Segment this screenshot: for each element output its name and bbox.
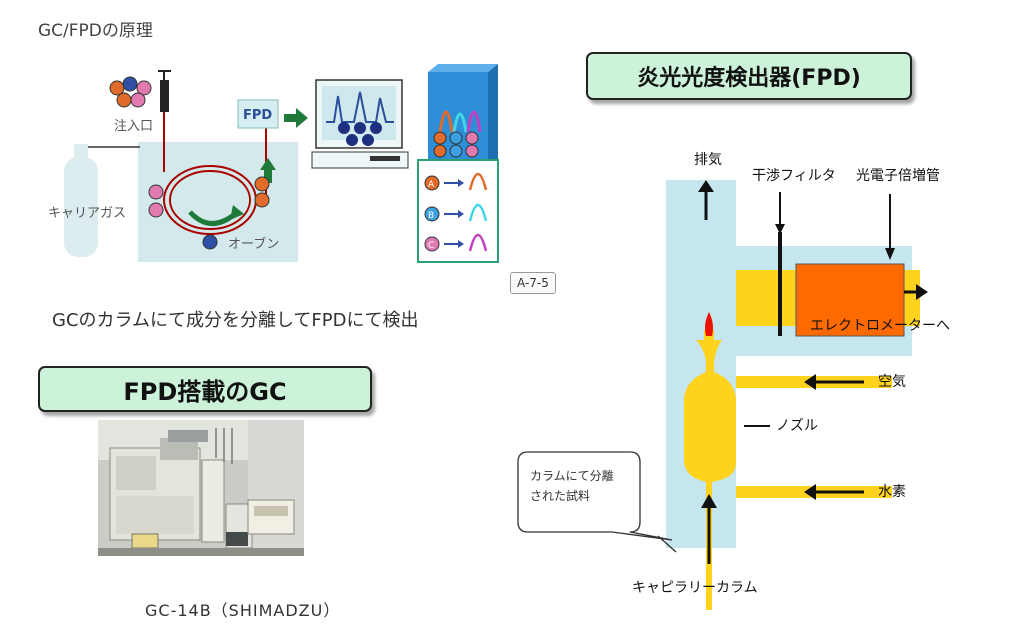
electrometer-label: エレクトロメーターへ (810, 318, 950, 334)
fpd-section-header: 炎光光度検出器(FPD) (586, 52, 912, 100)
light-channel (736, 270, 760, 326)
photomultiplier-tube (795, 263, 905, 337)
sample-callout-bubble (517, 451, 673, 541)
svg-text:B: B (428, 211, 434, 221)
capillary-column-label: キャピラリーカラム (632, 580, 758, 596)
injection-label: 注入口 (114, 119, 153, 134)
flame (705, 312, 713, 336)
sample-callout-line2: された試料 (530, 488, 590, 503)
fpd-arrow (284, 108, 308, 128)
carrier-gas-label: キャリアガス (48, 206, 126, 221)
up-arrow (260, 158, 276, 170)
diagram-caption: GCのカラムにて成分を分離してFPDにて検出 (52, 310, 419, 331)
nozzle-label: ノズル (776, 418, 818, 434)
fpd-detector-diagram: 排気 干渉フィルタ 光電子倍増管 エレクトロメーターへ 空気 ノズル 水素 キャ… (517, 152, 950, 610)
syringe-icon (160, 80, 169, 112)
sample-callout-line1: カラムにて分離 (530, 469, 614, 483)
pmt-label: 光電子倍増管 (856, 168, 940, 184)
gc-section-header: FPD搭載のGC (38, 366, 372, 412)
hydrogen-label: 水素 (878, 484, 906, 500)
gc-instrument-photo (98, 420, 304, 556)
detector-body (666, 180, 736, 548)
slide-tag: A-7-5 (510, 272, 556, 294)
instrument-model-caption: GC-14B（SHIMADZU） (145, 601, 341, 620)
filter-label: 干渉フィルタ (752, 168, 836, 184)
nozzle-chamber (684, 340, 736, 610)
exhaust-label: 排気 (694, 152, 722, 168)
fpd-box-label: FPD (243, 108, 272, 123)
fpd-box (237, 99, 279, 129)
svg-text:C: C (428, 241, 434, 251)
svg-text:A: A (428, 180, 435, 190)
page-title: GC/FPDの原理 (38, 21, 153, 41)
carrier-gas-cylinder (64, 157, 98, 257)
oven-label: オーブン (228, 236, 279, 252)
gc-fpd-principle-diagram: キャリアガス 注入口 FPD オーブン (48, 64, 499, 263)
air-label: 空気 (878, 374, 906, 390)
